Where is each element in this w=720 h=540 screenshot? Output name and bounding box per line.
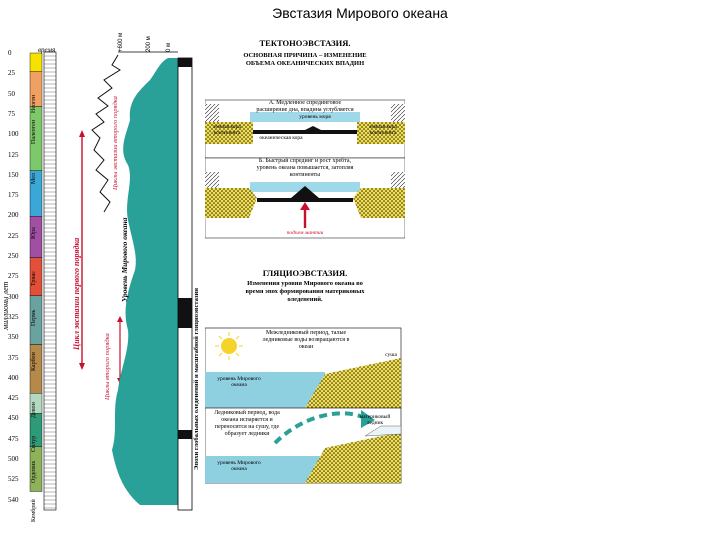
tick-label: 150: [8, 170, 19, 179]
stratigraphy-column: [43, 51, 57, 511]
tick-label: 225: [8, 231, 19, 240]
tick-label: 425: [8, 394, 19, 403]
sea-level-detail: [91, 54, 121, 213]
period-label: Мел: [31, 173, 37, 185]
tick-label: 75: [8, 109, 15, 118]
period-column: [29, 52, 43, 492]
tick-label: 275: [8, 272, 19, 281]
ice-label: материковый ледник: [359, 414, 391, 426]
continent-right-b: [353, 188, 405, 218]
glaciation-epoch: [178, 58, 192, 67]
sea-level-label: уровень моря: [299, 114, 331, 120]
tick-label: 350: [8, 333, 19, 342]
period-label: Неоген: [31, 94, 37, 114]
tick-label: 175: [8, 191, 19, 200]
tick-label: 125: [8, 150, 19, 159]
period-label: Девон: [31, 402, 37, 418]
strat-border: [43, 51, 57, 511]
tecto-subtitle: ОСНОВНАЯ ПРИЧИНА – ИЗМЕНЕНИЕ ОБЪЕМА ОКЕА…: [243, 52, 367, 67]
page-title: Эвстазия Мирового океана: [272, 5, 448, 21]
period-label: Пермь: [31, 309, 37, 326]
tick-label: 475: [8, 434, 19, 443]
scale-label: +600 м: [118, 32, 124, 52]
glaciation-epoch: [178, 298, 192, 328]
scale-label: 200 м: [146, 36, 152, 52]
ocean-crust-label: океаническая кора: [259, 135, 303, 141]
land-glacial: [305, 432, 401, 483]
continent-left: [205, 122, 253, 144]
mantle-label: подъем мантии: [286, 230, 324, 236]
curve-label: Уровень Мирового океана: [120, 217, 129, 302]
evaporation-arrow: [273, 411, 366, 445]
sea-level-area: [112, 58, 178, 505]
cycle1-label: Цикл эвстазии первого порядка: [72, 237, 81, 350]
cycle2-label: Циклы эвстазии второго порядка: [112, 96, 119, 190]
ocean-crust-a: [253, 126, 357, 134]
period-bar: [29, 52, 43, 72]
ocean-warm: [205, 372, 325, 408]
cycle3-label: Циклы второго порядка: [104, 333, 111, 400]
tick-label: 525: [8, 475, 19, 484]
glacio-title: ГЛЯЦИОЭВСТАЗИЯ.: [262, 268, 348, 278]
tecto-a-text: А. Медленное спрединговое расширение дна…: [256, 100, 354, 113]
tecto-title: ТЕКТОНОЭВСТАЗИЯ.: [259, 38, 351, 48]
tick-label: 325: [8, 312, 19, 321]
tick-label: 500: [8, 455, 19, 463]
period-label: Палеоген: [31, 119, 37, 144]
ice-sheet: [364, 425, 402, 437]
tick-label: 375: [8, 353, 19, 362]
glacio-subtitle: Изменения уровня Мирового океана во врем…: [245, 280, 365, 303]
period-label: Юра: [31, 227, 37, 239]
ocean-glacial: [205, 456, 325, 483]
ocean-crust-b: [257, 186, 353, 202]
scale-label: 0 м: [166, 42, 172, 52]
sun-icon: [221, 338, 237, 354]
glacio-panel: ГЛЯЦИОЭВСТАЗИЯ. Изменения уровня Мировог…: [205, 268, 405, 488]
warm-text: Межледниковый период, талые ледниковые в…: [262, 330, 350, 350]
time-scale: время 0 25 50 75 100 125 150 175 200 225 250 275 300…: [0, 33, 200, 522]
time-header: время: [38, 46, 56, 54]
tick-label: 450: [8, 414, 19, 423]
tecto-panel: ТЕКТОНОЭВСТАЗИЯ. ОСНОВНАЯ ПРИЧИНА – ИЗМЕ…: [205, 38, 405, 268]
land-label-warm: суша: [385, 352, 397, 358]
tick-label: 400: [8, 373, 19, 382]
period-bar: [29, 446, 43, 492]
tecto-b-text: Б. Быстрый спрединг и рост хребта, урове…: [256, 158, 354, 178]
land-label-right: земная кора континента: [369, 124, 397, 136]
tecto-graphic: [205, 99, 405, 239]
tick-label: 25: [8, 69, 15, 78]
glaciation-epoch: [178, 430, 192, 439]
land-warm: [305, 358, 401, 408]
time-scale-graphic: [29, 51, 193, 511]
tick-label: 540: [8, 495, 19, 504]
continent-right: [357, 122, 405, 144]
glacio-graphic: [205, 327, 402, 484]
tick-label: 50: [8, 89, 15, 98]
tick-label: 0: [8, 49, 12, 57]
sea-level-glacial-label: уровень Мирового океана: [217, 460, 261, 472]
period-label: Карбон: [31, 352, 37, 371]
tick-label: 100: [8, 130, 19, 139]
period-label: Кембрий: [31, 499, 37, 522]
period-label: Триас: [31, 270, 37, 286]
tick-label: 250: [8, 252, 19, 260]
continent-left-b: [205, 188, 257, 218]
tick-label: 300: [8, 292, 19, 301]
glacial-text: Ледниковый период, вода океана испаряетс…: [214, 410, 280, 437]
period-label: Ордовик: [31, 460, 37, 483]
land-label-left: земная кора континента: [213, 124, 241, 136]
period-label: Силур: [31, 436, 37, 453]
epoch-label: Эпохи глобальных оледенений и масштабной…: [193, 287, 200, 470]
tick-label: 200: [8, 211, 19, 220]
y-axis-label: миллионы лет: [1, 281, 10, 330]
sea-level-warm-label: уровень Мирового океана: [217, 376, 261, 388]
